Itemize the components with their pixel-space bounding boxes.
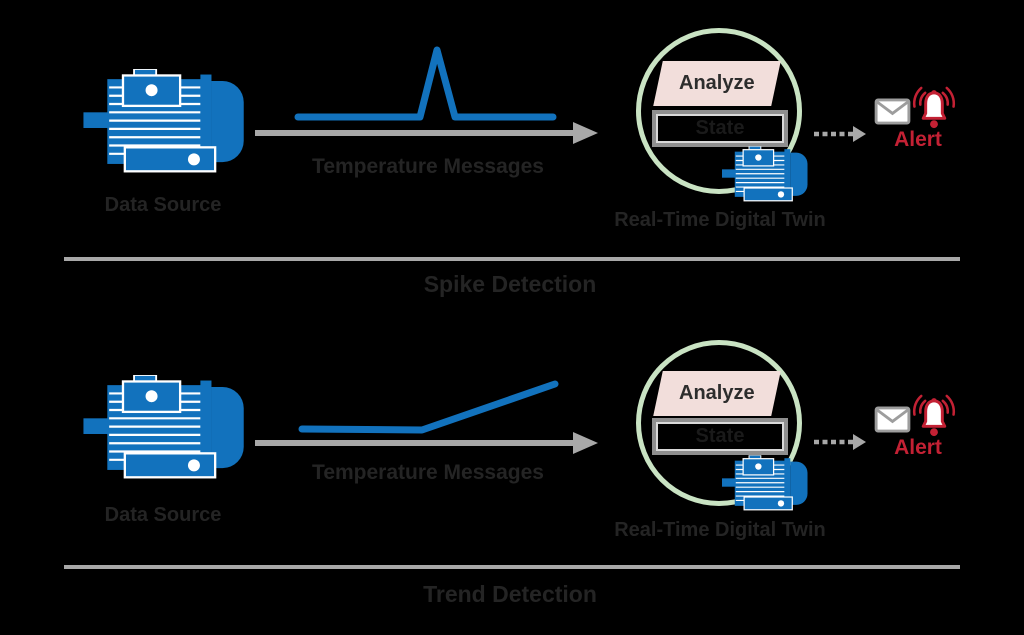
envelope-icon xyxy=(874,98,911,125)
motor-icon xyxy=(83,69,245,175)
alert-arrow-icon xyxy=(814,434,866,450)
state-box: State xyxy=(652,418,788,455)
digital-twin-circle xyxy=(636,340,802,506)
trend-signal-icon xyxy=(298,380,559,434)
data-source-label: Data Source xyxy=(104,194,222,216)
motor-icon xyxy=(83,375,245,481)
alert-arrow-icon xyxy=(814,126,866,142)
alert-group: Alert xyxy=(872,394,964,460)
digital-twin-label: Real-Time Digital Twin xyxy=(614,209,826,231)
twin-motor-icon xyxy=(722,146,808,203)
bell-icon xyxy=(910,86,958,131)
alert-group: Alert xyxy=(872,86,964,152)
twin-motor-icon xyxy=(722,455,808,512)
digital-twin-label: Real-Time Digital Twin xyxy=(614,519,826,541)
state-box: State xyxy=(652,110,788,147)
alert-label: Alert xyxy=(894,128,942,151)
state-label: State xyxy=(695,117,745,139)
alert-label: Alert xyxy=(894,436,942,459)
digital-twin-circle xyxy=(636,28,802,194)
flow-arrow-icon xyxy=(255,122,598,144)
analyze-label: Analyze xyxy=(679,72,755,94)
message-label: Temperature Messages xyxy=(312,155,544,178)
analyze-parallelogram: Analyze xyxy=(653,371,781,416)
analyze-label: Analyze xyxy=(679,382,755,404)
flow-arrow-icon xyxy=(255,432,598,454)
section-title-trend: Trend Detection xyxy=(423,581,597,607)
message-label: Temperature Messages xyxy=(312,461,544,484)
section-title-spike: Spike Detection xyxy=(423,271,597,297)
section-divider xyxy=(64,565,960,569)
envelope-icon xyxy=(874,406,911,433)
section-divider xyxy=(64,257,960,261)
bell-icon xyxy=(910,394,958,439)
spike-signal-icon xyxy=(294,46,557,121)
analyze-parallelogram: Analyze xyxy=(653,61,781,106)
state-label: State xyxy=(695,425,745,447)
data-source-label: Data Source xyxy=(104,504,222,526)
